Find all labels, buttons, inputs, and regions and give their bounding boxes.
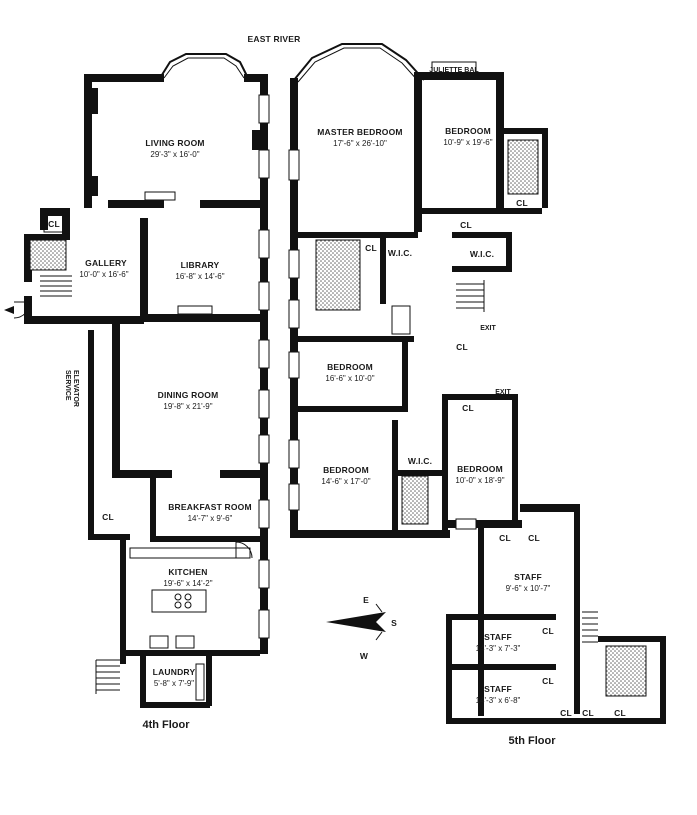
compass-south: S	[391, 618, 397, 628]
corridor-closet-label: CL	[102, 512, 114, 522]
breakfast-room-name: BREAKFAST ROOM	[168, 502, 252, 512]
exit-2-label: EXIT	[495, 389, 511, 396]
compass-arrow-icon	[326, 612, 386, 632]
bedroom-4-dim: 10'-0" x 18'-9"	[455, 476, 504, 485]
fourth-floor-title: 4th Floor	[142, 719, 190, 731]
living-room-name: LIVING ROOM	[145, 138, 204, 148]
juliette-balcony-label: JULIETTE BAL	[429, 67, 479, 74]
fifth-floor-title: 5th Floor	[508, 735, 556, 747]
staff-3-name: STAFF	[484, 684, 512, 694]
breakfast-room-dim: 14'-7" x 9'-6"	[188, 514, 233, 523]
gallery-name: GALLERY	[85, 258, 127, 268]
staff-1-name: STAFF	[514, 572, 542, 582]
exit-1-label: EXIT	[480, 325, 496, 332]
staff-2-dim: 14'-3" x 7'-3"	[476, 644, 521, 653]
gallery-closet-label: CL	[48, 219, 60, 229]
fourth-floor-plan	[4, 53, 270, 708]
bedroom-1-dim: 10'-9" x 19'-6"	[443, 138, 492, 147]
compass-rose	[326, 603, 386, 641]
master-bedroom-name: MASTER BEDROOM	[317, 127, 402, 137]
bedroom-2-name: BEDROOM	[327, 362, 373, 372]
closet-staff-3-label: CL	[542, 626, 554, 636]
compass-east: E	[363, 595, 369, 605]
closet-staff-7-label: CL	[614, 708, 626, 718]
master-wic-label: W.I.C.	[388, 248, 412, 258]
living-room-dim: 29'-3" x 16'-0"	[150, 150, 199, 159]
closet-bed1-label: CL	[516, 198, 528, 208]
master-bedroom-dim: 17'-6" x 26'-10"	[333, 139, 387, 148]
staff-2-name: STAFF	[484, 632, 512, 642]
staff-1-dim: 9'-6" x 10'-7"	[506, 584, 551, 593]
bedroom-3-name: BEDROOM	[323, 465, 369, 475]
header-river: EAST RIVER	[247, 34, 300, 44]
service-elevator-label-1: SERVICE	[64, 370, 71, 401]
bedroom-4-name: BEDROOM	[457, 464, 503, 474]
laundry-name: LAUNDRY	[153, 667, 196, 677]
kitchen-name: KITCHEN	[168, 567, 207, 577]
bedroom-3-dim: 14'-6" x 17'-0"	[321, 477, 370, 486]
gallery-dim: 10'-0" x 16'-6"	[79, 270, 128, 279]
closet-staff-5-label: CL	[560, 708, 572, 718]
library-dim: 16'-8" x 14'-6"	[175, 272, 224, 281]
closet-exit-label: CL	[456, 342, 468, 352]
closet-staff-4-label: CL	[542, 676, 554, 686]
service-elevator-label-2: ELEVATOR	[72, 370, 79, 407]
dining-room-name: DINING ROOM	[158, 390, 219, 400]
bedroom-1-name: BEDROOM	[445, 126, 491, 136]
closet-staff-1-label: CL	[499, 533, 511, 543]
fifth-floor-plan	[288, 43, 666, 724]
compass-west: W	[360, 651, 369, 661]
closet-wic2-label: CL	[460, 220, 472, 230]
bedroom-2-dim: 16'-6" x 10'-0"	[325, 374, 374, 383]
wic-2-label: W.I.C.	[470, 249, 494, 259]
closet-staff-2-label: CL	[528, 533, 540, 543]
wic-3-label: W.I.C.	[408, 456, 432, 466]
library-name: LIBRARY	[181, 260, 220, 270]
kitchen-dim: 19'-6" x 14'-2"	[163, 579, 212, 588]
laundry-dim: 5'-8" x 7'-9"	[154, 679, 194, 688]
dining-room-dim: 19'-8" x 21'-9"	[163, 402, 212, 411]
closet-bed4-label: CL	[462, 403, 474, 413]
closet-master-label: CL	[365, 243, 377, 253]
closet-staff-6-label: CL	[582, 708, 594, 718]
staff-3-dim: 14'-3" x 6'-8"	[476, 696, 521, 705]
